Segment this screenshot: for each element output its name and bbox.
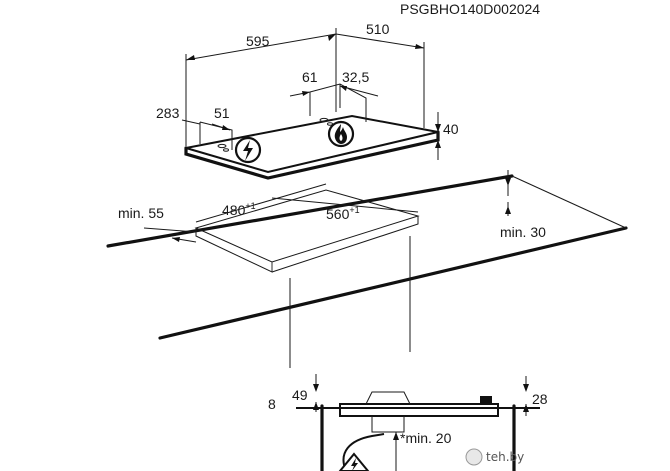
dim-label-min-30: min. 30 xyxy=(500,224,546,240)
dim-283: 283 xyxy=(156,105,201,125)
cutout-front-wall xyxy=(195,228,273,273)
countertop-front-edge xyxy=(106,174,514,248)
dim-label-32-5: 32,5 xyxy=(342,69,369,85)
dim-min-30: min. 30 xyxy=(500,170,546,240)
dim-label-595: 595 xyxy=(246,33,270,49)
dim-label-283: 283 xyxy=(156,105,180,121)
hob-front-edge xyxy=(184,130,440,180)
document-code: PSGBHO140D002024 xyxy=(400,1,540,17)
dim-label-28: 28 xyxy=(532,391,548,407)
dim-label-61: 61 xyxy=(302,69,318,85)
dim-61: 61 xyxy=(289,69,318,97)
dim-label-min-20: *min. 20 xyxy=(400,430,452,446)
dim-510: 510 xyxy=(335,21,425,128)
dim-label-510: 510 xyxy=(366,21,390,37)
burner-section xyxy=(365,391,411,405)
cutout-right-wall xyxy=(271,216,419,273)
watermark-logo-icon xyxy=(465,448,483,466)
dim-label-51: 51 xyxy=(214,105,230,121)
dim-label-480: 480+1 xyxy=(222,201,256,218)
gas-flame-icon xyxy=(327,120,355,148)
dim-560: 560+1 xyxy=(271,197,419,222)
dim-min-55: min. 55 xyxy=(118,205,197,243)
dim-label-560: 560+1 xyxy=(326,205,360,222)
dim-label-8: 8 xyxy=(268,396,276,412)
countertop-side-edge xyxy=(511,175,627,229)
plug-warning-icon xyxy=(338,452,370,471)
dim-label-40: 40 xyxy=(443,121,459,137)
dim-label-min-55: min. 55 xyxy=(118,205,164,221)
cabinet-guides xyxy=(289,236,411,368)
watermark: teh.by xyxy=(465,448,524,466)
hob-section xyxy=(339,403,499,417)
dim-label-49: 49 xyxy=(292,387,308,403)
dim-51: 51 xyxy=(211,105,231,131)
dim-40: 40 xyxy=(435,112,459,160)
dim-32-5: 32,5 xyxy=(339,69,379,97)
electric-warning-icon xyxy=(234,136,262,164)
dim-595: 595 xyxy=(185,28,337,146)
dim-480: 480+1 xyxy=(195,183,327,223)
countertop xyxy=(106,174,628,340)
cabinet-walls xyxy=(320,404,516,471)
watermark-text: teh.by xyxy=(486,450,524,464)
cross-section: 49 8 28 *min. 20 xyxy=(268,374,548,471)
countertop-bottom-edge xyxy=(158,226,628,340)
hob xyxy=(184,83,440,180)
